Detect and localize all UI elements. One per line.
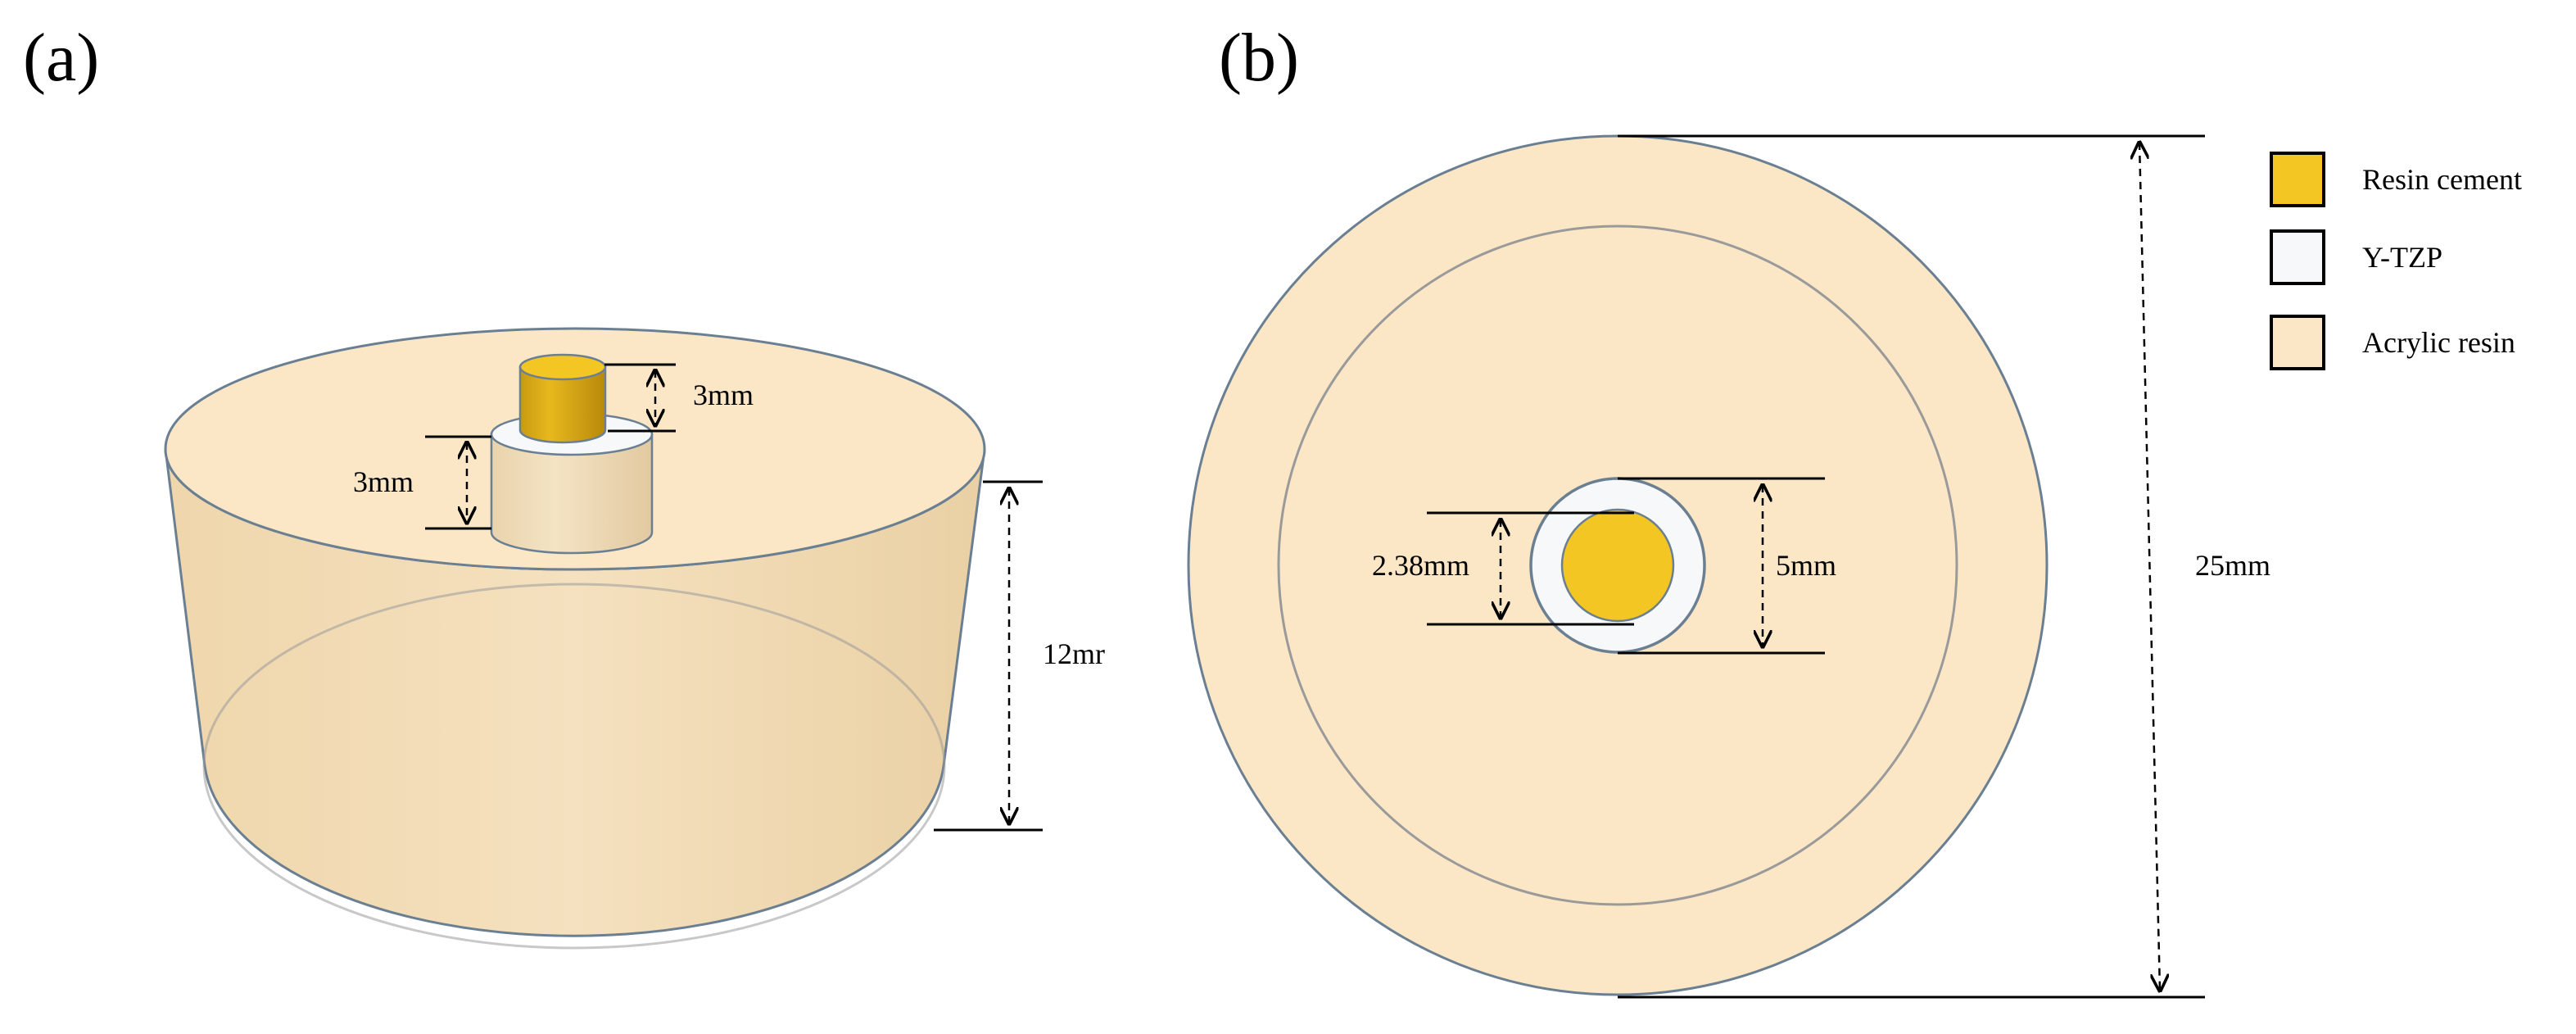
legend-item-ytzp: Y-TZP [2270,229,2442,285]
legend-item-resin-cement: Resin cement [2270,152,2522,207]
ytzp-collar-side [490,433,654,555]
dim-collar-height-label: 3mm [353,465,414,498]
legend-label-resin-cement: Resin cement [2362,163,2522,196]
resin-cement-post-3d [518,353,607,444]
legend: Resin cement Y-TZP Acrylic resin [2270,152,2522,370]
legend-swatch-acrylic-resin [2270,315,2325,370]
dim-inner-diameter-label: 2.38mm [1372,549,1469,582]
panel-b: (b) 2.38mm 5mm 25mm [1187,20,2270,999]
panel-b-label: (b) [1219,20,1299,96]
dim-post-height-label: 3mm [693,379,754,411]
panel-a: (a) 3mm 3mm [23,20,1105,950]
acrylic-block-inner-ring [1277,224,1958,906]
resin-cement-top-view [1560,508,1675,623]
dim-block-height: 12mr [934,480,1105,832]
dim-block-diameter: 25mm [1618,134,2270,999]
dim-collar-height: 3mm [353,435,491,530]
dim-block-diameter-label: 25mm [2195,549,2270,582]
legend-item-acrylic-resin: Acrylic resin [2270,315,2515,370]
acrylic-block-bottom-edge [202,583,946,950]
dim-block-height-label: 12mr [1043,637,1105,670]
dim-collar-diameter-label: 5mm [1776,549,1836,582]
resin-cement-post-side [518,365,607,444]
resin-cement-post-top [518,353,607,381]
legend-swatch-ytzp [2270,229,2325,285]
dim-collar-diameter: 5mm [1618,477,1836,655]
legend-swatch-resin-cement [2270,152,2325,207]
panel-a-label: (a) [23,20,99,96]
dim-post-height: 3mm [604,363,754,433]
dim-inner-diameter: 2.38mm [1372,511,1634,626]
legend-label-acrylic-resin: Acrylic resin [2362,326,2515,359]
legend-label-ytzp: Y-TZP [2362,241,2442,274]
